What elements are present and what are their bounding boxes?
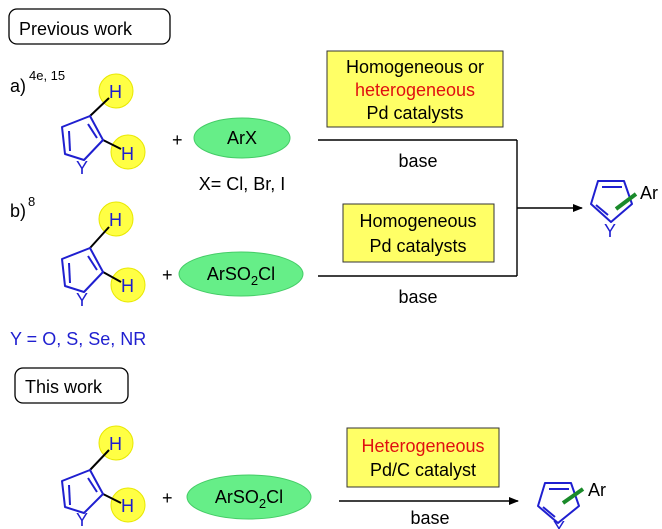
h-highlight-2: [110, 267, 146, 303]
arx-label: ArX: [227, 128, 257, 148]
catalyst-box-b: Homogeneous Pd catalysts: [342, 203, 495, 263]
svg-text:Pd catalysts: Pd catalysts: [366, 103, 463, 123]
h-label: H: [109, 210, 122, 230]
row-c: H H Y + ArSO2Cl Heterogeneous Pd/C catal…: [61, 425, 606, 529]
plus-sign: +: [172, 130, 183, 150]
y-label: Y: [604, 221, 616, 241]
base-label: base: [410, 508, 449, 528]
svg-text:Homogeneous or: Homogeneous or: [346, 57, 484, 77]
aryl-bond: [614, 192, 638, 211]
halide-list: X= Cl, Br, I: [199, 174, 286, 194]
product-arylated-heterocycle: Ar Y: [590, 180, 658, 241]
ring-c: [61, 469, 104, 514]
plus-sign: +: [162, 488, 173, 508]
row-a-label: a): [10, 76, 26, 96]
arso2cl-reagent: ArSO2Cl: [186, 474, 312, 520]
product-ring: [590, 180, 633, 223]
h-label: H: [121, 276, 134, 296]
catalyst-box-a: Homogeneous or heterogeneous Pd catalyst…: [326, 50, 504, 128]
this-work-badge: This work: [14, 367, 129, 404]
converging-arrow: [318, 139, 583, 277]
svg-text:Homogeneous: Homogeneous: [359, 211, 476, 231]
heterocycle-c: H H Y: [61, 425, 146, 529]
ar-label: Ar: [640, 183, 658, 203]
y-label: Y: [76, 510, 88, 529]
svg-text:Pd catalysts: Pd catalysts: [369, 236, 466, 256]
base-label: base: [398, 287, 437, 307]
h-highlight-2: [110, 487, 146, 523]
aryl-bond: [561, 487, 585, 505]
svg-text:heterogeneous: heterogeneous: [355, 80, 475, 100]
h-label: H: [121, 496, 134, 516]
this-work-label: This work: [25, 377, 103, 397]
y-label: Y: [76, 158, 88, 178]
row-b-label: b): [10, 201, 26, 221]
row-b: b) 8 H H Y + ArSO2Cl Homogeneous Pd cata…: [10, 194, 495, 349]
h-label: H: [109, 434, 122, 454]
row-a: a) 4e, 15 H H Y + ArX X= Cl, Br, I Homog…: [10, 50, 504, 194]
y-label: Y: [553, 518, 565, 529]
h-label: H: [121, 144, 134, 164]
row-b-ref: 8: [28, 194, 35, 209]
product-ring: [537, 482, 580, 524]
arso2cl-label: ArSO2Cl: [207, 264, 275, 288]
row-a-ref: 4e, 15: [29, 68, 65, 83]
ar-label: Ar: [588, 480, 606, 500]
h-label: H: [109, 82, 122, 102]
svg-text:Pd/C catalyst: Pd/C catalyst: [370, 460, 476, 480]
plus-sign: +: [162, 265, 173, 285]
ring-a: [61, 115, 104, 161]
heterocycle-a: H H Y: [61, 73, 146, 178]
h-highlight-2: [110, 134, 146, 170]
arx-reagent: ArX: [193, 117, 291, 159]
svg-text:Heterogeneous: Heterogeneous: [361, 436, 484, 456]
ring-b: [61, 247, 104, 293]
previous-work-label: Previous work: [19, 19, 133, 39]
base-label: base: [398, 151, 437, 171]
arso2cl-label: ArSO2Cl: [215, 487, 283, 511]
heterocycle-b: H H Y: [61, 201, 146, 310]
arso2cl-reagent: ArSO2Cl: [178, 251, 304, 297]
y-label: Y: [76, 290, 88, 310]
product-arylated-heterocycle: Ar Y: [537, 480, 606, 529]
previous-work-badge: Previous work: [8, 8, 171, 45]
y-definition: Y = O, S, Se, NR: [10, 329, 146, 349]
catalyst-box-c: Heterogeneous Pd/C catalyst: [346, 427, 500, 488]
